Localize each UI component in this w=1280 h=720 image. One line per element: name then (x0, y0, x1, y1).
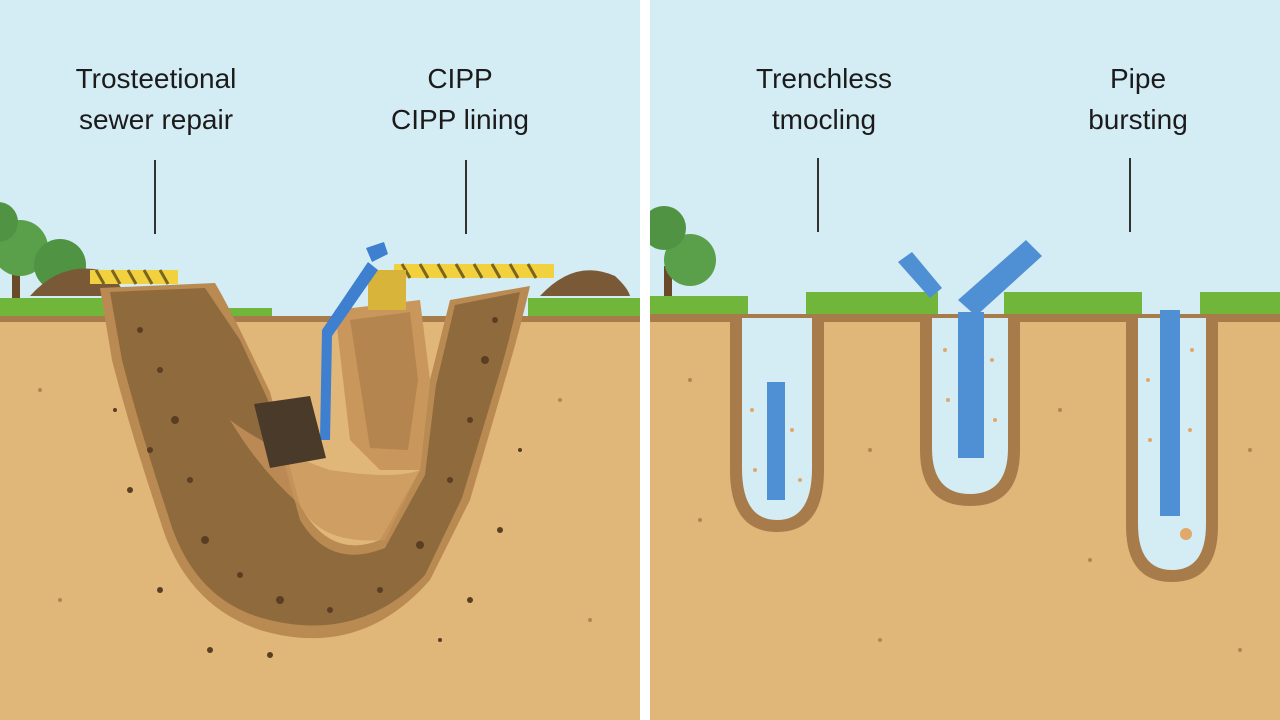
grass-strip (806, 292, 938, 314)
grass-strip (0, 298, 108, 318)
label-traditional-sewer-repair: Trosteetional sewer repair (40, 58, 272, 140)
pipe (958, 312, 984, 458)
dirt-mound (540, 270, 630, 296)
label-pipe-bursting: Pipe bursting (1060, 58, 1216, 140)
debris-particles (750, 348, 1194, 540)
label-line: sewer repair (78, 104, 234, 135)
label-cipp-lining: CIPP CIPP lining (360, 58, 560, 140)
soil-speckles (38, 378, 1252, 652)
dirt-pillar-shade (350, 312, 418, 450)
label-trenchless: Trenchless tmocling (724, 58, 924, 140)
label-line: Trosteetional (75, 63, 237, 94)
label-line: bursting (1088, 104, 1188, 135)
label-line: CIPP (427, 63, 493, 94)
grass-strip (1200, 292, 1280, 314)
barrier-tape-icon (394, 263, 554, 279)
tree-icon (642, 206, 716, 296)
grass-strip (1004, 292, 1142, 314)
label-line: Trenchless (756, 63, 892, 94)
pipe (767, 382, 785, 500)
soil-topline (0, 316, 640, 322)
label-line: Pipe (1109, 63, 1167, 94)
excavator-icon (254, 242, 406, 468)
pipe (958, 240, 1042, 316)
label-line: CIPP lining (390, 104, 529, 135)
tree-icon (0, 202, 86, 298)
soil-speckles (113, 317, 522, 658)
panel-divider (640, 0, 650, 720)
label-line: tmocling (771, 104, 877, 135)
trench-dirt (110, 288, 520, 626)
grass-strip (650, 296, 748, 316)
barrier-tape-icon (90, 269, 178, 285)
grass-strip (528, 298, 640, 318)
sky-right (650, 0, 1280, 330)
pipe (1160, 310, 1180, 516)
pipe (898, 252, 942, 298)
